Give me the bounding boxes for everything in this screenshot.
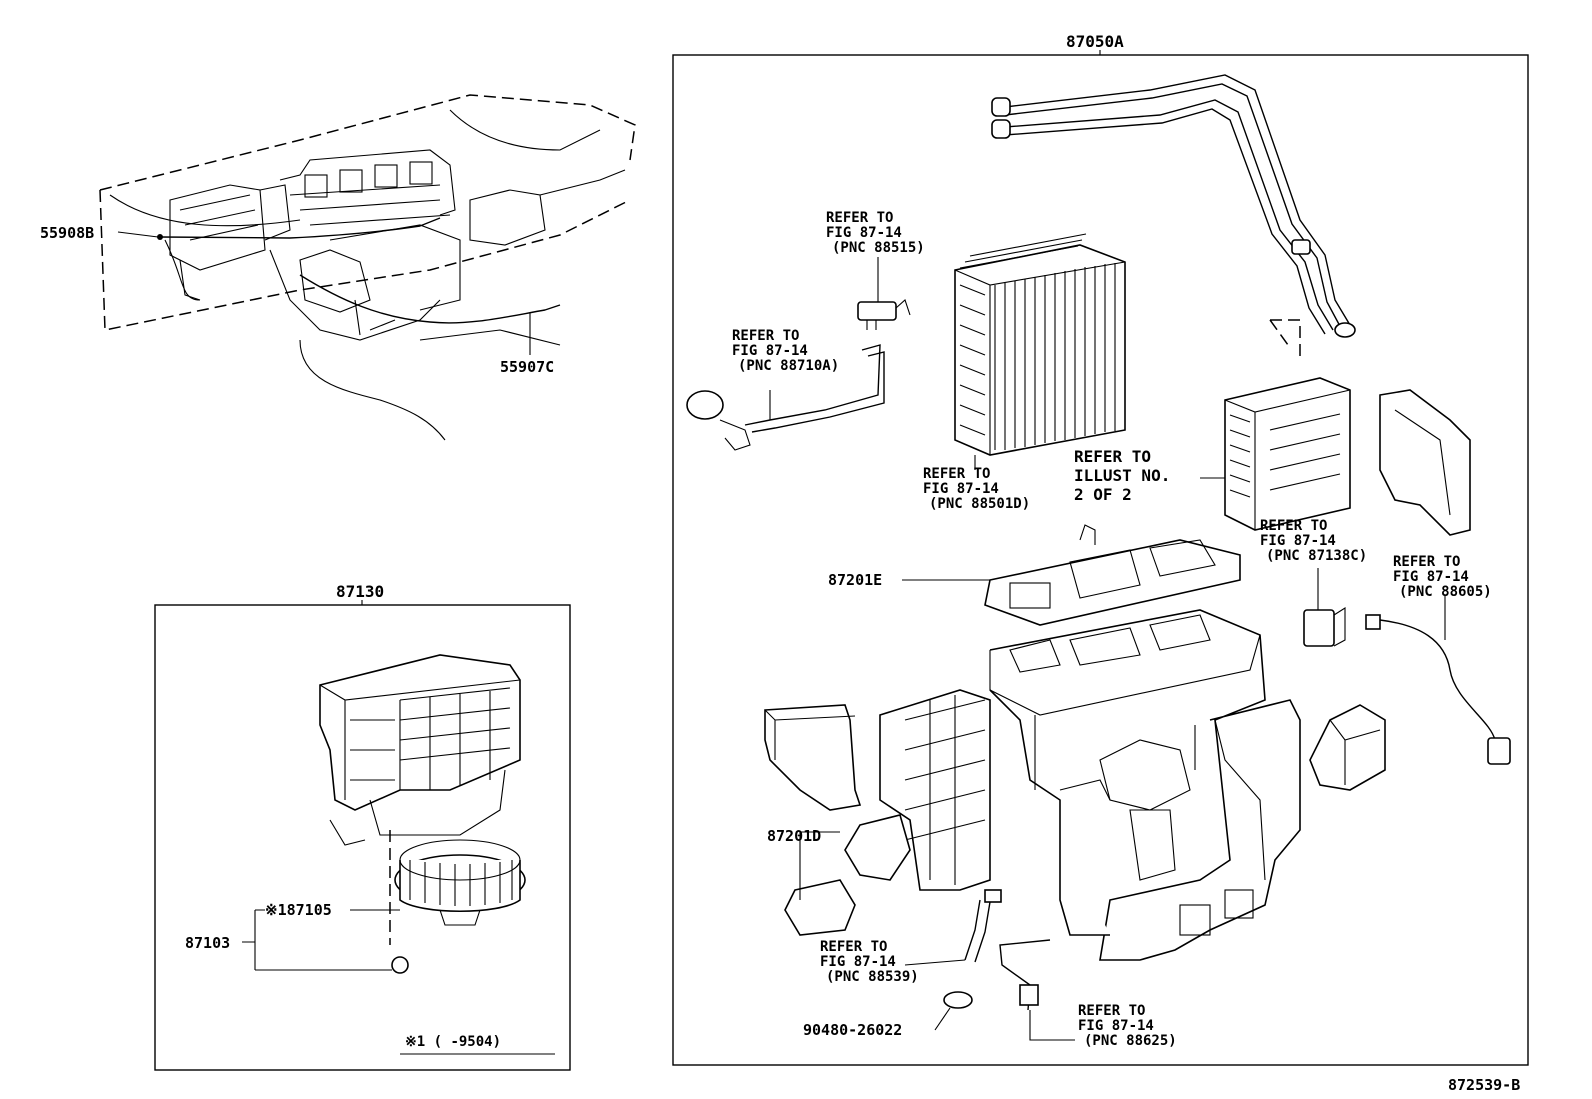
svg-text:REFER TO: REFER TO bbox=[923, 466, 990, 482]
blower-screw bbox=[391, 956, 409, 974]
side-duct bbox=[764, 689, 991, 891]
callout-87050a: 87050A bbox=[1066, 32, 1124, 51]
blower-unit bbox=[319, 654, 521, 846]
ref-pnc-87138c: REFER TO FIG 87-14 (PNC 87138C) bbox=[1260, 518, 1367, 564]
svg-text:FIG 87-14: FIG 87-14 bbox=[1078, 1018, 1154, 1034]
drain-hose bbox=[964, 889, 1002, 963]
heater-core bbox=[1224, 377, 1351, 531]
ref-pnc-88515: REFER TO FIG 87-14 (PNC 88515) bbox=[826, 210, 925, 256]
svg-text:(PNC 87138C): (PNC 87138C) bbox=[1266, 548, 1367, 564]
svg-text:FIG 87-14: FIG 87-14 bbox=[923, 481, 999, 497]
svg-text:REFER TO: REFER TO bbox=[1260, 518, 1327, 534]
svg-text:FIG 87-14: FIG 87-14 bbox=[820, 954, 896, 970]
blower-fan bbox=[394, 839, 526, 926]
callout-87201d: 87201D bbox=[767, 827, 821, 845]
dashboard-illustration bbox=[99, 94, 636, 441]
callout-87130: 87130 bbox=[336, 582, 384, 601]
svg-text:ILLUST NO.: ILLUST NO. bbox=[1074, 466, 1170, 485]
svg-text:FIG 87-14: FIG 87-14 bbox=[826, 225, 902, 241]
callout-87105: ※187105 bbox=[265, 901, 332, 919]
svg-text:REFER TO: REFER TO bbox=[820, 939, 887, 955]
heater-cover-plate bbox=[1379, 389, 1471, 536]
ref-illust-2-of-2: REFER TO ILLUST NO. 2 OF 2 bbox=[1074, 447, 1170, 504]
svg-text:REFER TO: REFER TO bbox=[1074, 447, 1151, 466]
ref-pnc-88605: REFER TO FIG 87-14 (PNC 88605) bbox=[1393, 554, 1492, 600]
ref-pnc-88501d: REFER TO FIG 87-14 (PNC 88501D) bbox=[923, 466, 1030, 512]
wire-harness bbox=[1365, 614, 1511, 765]
svg-text:REFER TO: REFER TO bbox=[1393, 554, 1460, 570]
svg-text:FIG 87-14: FIG 87-14 bbox=[1393, 569, 1469, 585]
svg-text:FIG 87-14: FIG 87-14 bbox=[1260, 533, 1336, 549]
expansion-valve bbox=[857, 299, 911, 330]
svg-text:(PNC 88710A): (PNC 88710A) bbox=[738, 358, 839, 374]
svg-text:FIG 87-14: FIG 87-14 bbox=[732, 343, 808, 359]
svg-text:(PNC 88625): (PNC 88625) bbox=[1084, 1033, 1177, 1049]
case-cover-lower bbox=[784, 814, 911, 936]
thermistor bbox=[999, 939, 1051, 1011]
figure-id: 872539-B bbox=[1448, 1076, 1520, 1094]
ref-pnc-88539: REFER TO FIG 87-14 (PNC 88539) bbox=[820, 939, 919, 985]
svg-text:(PNC 88539): (PNC 88539) bbox=[826, 969, 919, 985]
footnote-marker: ※1 ( -9504) bbox=[405, 1034, 501, 1050]
callout-55908b: 55908B bbox=[40, 224, 94, 242]
right-duct bbox=[1309, 704, 1386, 791]
callout-90480-26022: 90480-26022 bbox=[803, 1021, 902, 1039]
callout-87103: 87103 bbox=[185, 934, 230, 952]
damper-seal bbox=[943, 991, 973, 1009]
svg-text:2 OF 2: 2 OF 2 bbox=[1074, 485, 1132, 504]
cable-end-dot bbox=[157, 234, 163, 240]
svg-text:(PNC 88501D): (PNC 88501D) bbox=[929, 496, 1030, 512]
air-case-cover bbox=[984, 524, 1241, 626]
blower-resistor bbox=[1303, 606, 1346, 647]
refrigerant-pipes bbox=[991, 74, 1356, 338]
evaporator bbox=[954, 233, 1126, 456]
air-case-body bbox=[989, 609, 1301, 961]
cooler-pipe bbox=[686, 344, 885, 451]
svg-text:REFER TO: REFER TO bbox=[1078, 1003, 1145, 1019]
ref-pnc-88710a: REFER TO FIG 87-14 (PNC 88710A) bbox=[732, 328, 839, 374]
svg-text:REFER TO: REFER TO bbox=[826, 210, 893, 226]
callout-87201e: 87201E bbox=[828, 571, 882, 589]
svg-text:(PNC 88605): (PNC 88605) bbox=[1399, 584, 1492, 600]
ref-pnc-88625: REFER TO FIG 87-14 (PNC 88625) bbox=[1078, 1003, 1177, 1049]
callout-55907c: 55907C bbox=[500, 358, 554, 376]
svg-text:(PNC 88515): (PNC 88515) bbox=[832, 240, 925, 256]
svg-text:REFER TO: REFER TO bbox=[732, 328, 799, 344]
